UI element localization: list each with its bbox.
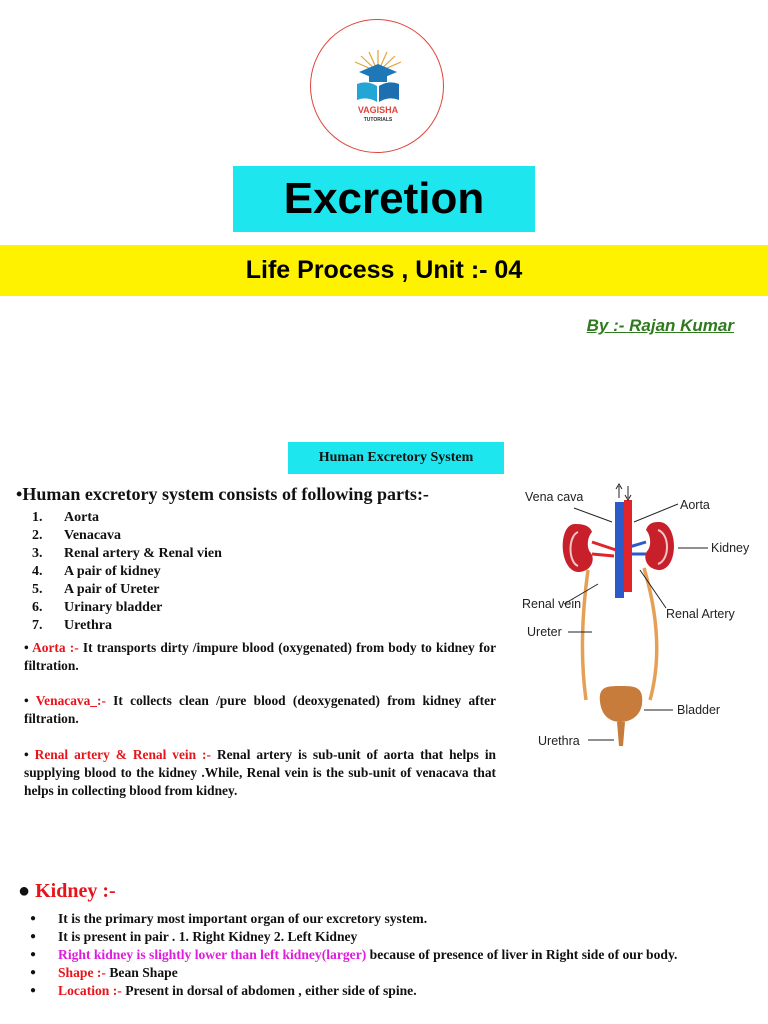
down-arrow-icon — [624, 486, 632, 501]
page-subtitle: Life Process , Unit :- 04 — [245, 256, 523, 284]
kidney-heading-text: Kidney :- — [35, 880, 116, 902]
list-item: Location :- Present in dorsal of abdomen… — [30, 982, 740, 1000]
list-number: 1. — [32, 510, 43, 525]
list-number: 2. — [32, 528, 43, 543]
logo-sub: TUTORIALS — [364, 117, 393, 123]
renal-artery-left — [591, 540, 617, 558]
fact-shape-label: Shape :- — [58, 965, 106, 980]
fact-position-highlight: Right kidney is slightly lower than left… — [58, 947, 367, 962]
label-kidney: Kidney — [711, 541, 750, 555]
fact-position-rest: because of presence of liver in Right si… — [366, 947, 678, 962]
list-item: It is present in pair . 1. Right Kidney … — [30, 928, 740, 946]
urethra-tube — [617, 722, 625, 746]
label-bladder: Bladder — [677, 703, 720, 717]
renal-label: Renal artery & Renal vein :- — [34, 747, 211, 762]
list-text: Aorta — [64, 510, 99, 525]
list-item: 6. Urinary bladder — [32, 599, 222, 617]
excretory-system-diagram: Vena cava Aorta Kidney Renal vein Renal … — [522, 483, 750, 748]
label-urethra: Urethra — [538, 734, 580, 748]
list-text: Venacava — [64, 528, 122, 543]
subtitle-band: Life Process , Unit :- 04 — [0, 245, 768, 296]
up-arrow-icon — [615, 483, 623, 498]
list-text: A pair of Ureter — [64, 582, 160, 597]
kidney-heading: ● Kidney :- — [18, 880, 116, 902]
book-icon — [357, 82, 399, 102]
list-text: Renal artery & Renal vien — [64, 546, 222, 561]
venacava-text: It collects clean /pure blood (deoxygena… — [24, 693, 496, 726]
fact-shape-value: Bean Shape — [105, 965, 178, 980]
page-title: Excretion — [283, 174, 485, 223]
label-renal-vein: Renal vein — [522, 597, 581, 611]
left-kidney — [562, 523, 593, 572]
aorta-description: • Aorta :- It transports dirty /impure b… — [24, 640, 497, 673]
aorta-label: Aorta :- — [32, 640, 79, 655]
fact-primary: It is the primary most important organ o… — [58, 911, 428, 926]
list-item: 7. Urethra — [32, 617, 222, 635]
renal-description: • Renal artery & Renal vein :- Renal art… — [24, 747, 496, 798]
list-item: 2. Venacava — [32, 527, 222, 545]
list-number: 5. — [32, 582, 43, 597]
list-number: 4. — [32, 564, 43, 579]
list-item: 1. Aorta — [32, 509, 222, 527]
list-item: 5. A pair of Ureter — [32, 581, 222, 599]
section-label: Human Excretory System — [288, 442, 504, 474]
logo-brand: VAGISHA — [358, 105, 399, 115]
pointer-lines — [563, 503, 708, 741]
list-text: A pair of kidney — [64, 564, 161, 579]
list-text: Urinary bladder — [64, 600, 163, 615]
list-number: 7. — [32, 618, 43, 633]
list-item: 3. Renal artery & Renal vien — [32, 545, 222, 563]
vena-cava-vessel — [615, 502, 624, 598]
right-kidney — [645, 521, 675, 570]
label-ureter: Ureter — [527, 625, 562, 639]
left-ureter — [580, 569, 590, 701]
list-number: 6. — [32, 600, 43, 615]
renal-text: Renal artery is sub-unit of aorta that h… — [24, 747, 496, 798]
aorta-vessel — [624, 500, 632, 592]
right-ureter — [642, 567, 659, 701]
label-vena-cava: Vena cava — [525, 490, 583, 504]
fact-location-label: Location :- — [58, 983, 122, 998]
graduation-cap-icon — [359, 64, 397, 82]
list-text: Urethra — [64, 618, 112, 633]
intro-line: •Human excretory system consists of foll… — [16, 484, 429, 504]
list-item: Right kidney is slightly lower than left… — [30, 946, 740, 964]
author-credit: By :- Rajan Kumar — [586, 316, 734, 335]
parts-list: 1. Aorta 2. Venacava 3. Renal artery & Rena… — [32, 509, 222, 635]
list-item: It is the primary most important organ o… — [30, 910, 740, 928]
intro-text: Human excretory system consists of follo… — [22, 484, 429, 504]
title-box: Excretion — [233, 166, 535, 232]
fact-pair: It is present in pair . 1. Right Kidney … — [58, 929, 358, 944]
label-renal-artery: Renal Artery — [666, 607, 736, 621]
aorta-text: It transports dirty /impure blood (oxyge… — [24, 640, 497, 673]
list-number: 3. — [32, 546, 43, 561]
list-item: Shape :- Bean Shape — [30, 964, 740, 982]
venacava-label: Venacava_:- — [35, 693, 106, 708]
logo: VAGISHA TUTORIALS — [310, 19, 444, 153]
list-item: 4. A pair of kidney — [32, 563, 222, 581]
bladder-shape — [599, 686, 643, 722]
venacava-description: • Venacava_:- It collects clean /pure bl… — [24, 693, 496, 726]
label-aorta: Aorta — [680, 498, 710, 512]
kidney-facts-list: It is the primary most important organ o… — [30, 910, 740, 1000]
fact-location-value: Present in dorsal of abdomen , either si… — [121, 983, 417, 998]
